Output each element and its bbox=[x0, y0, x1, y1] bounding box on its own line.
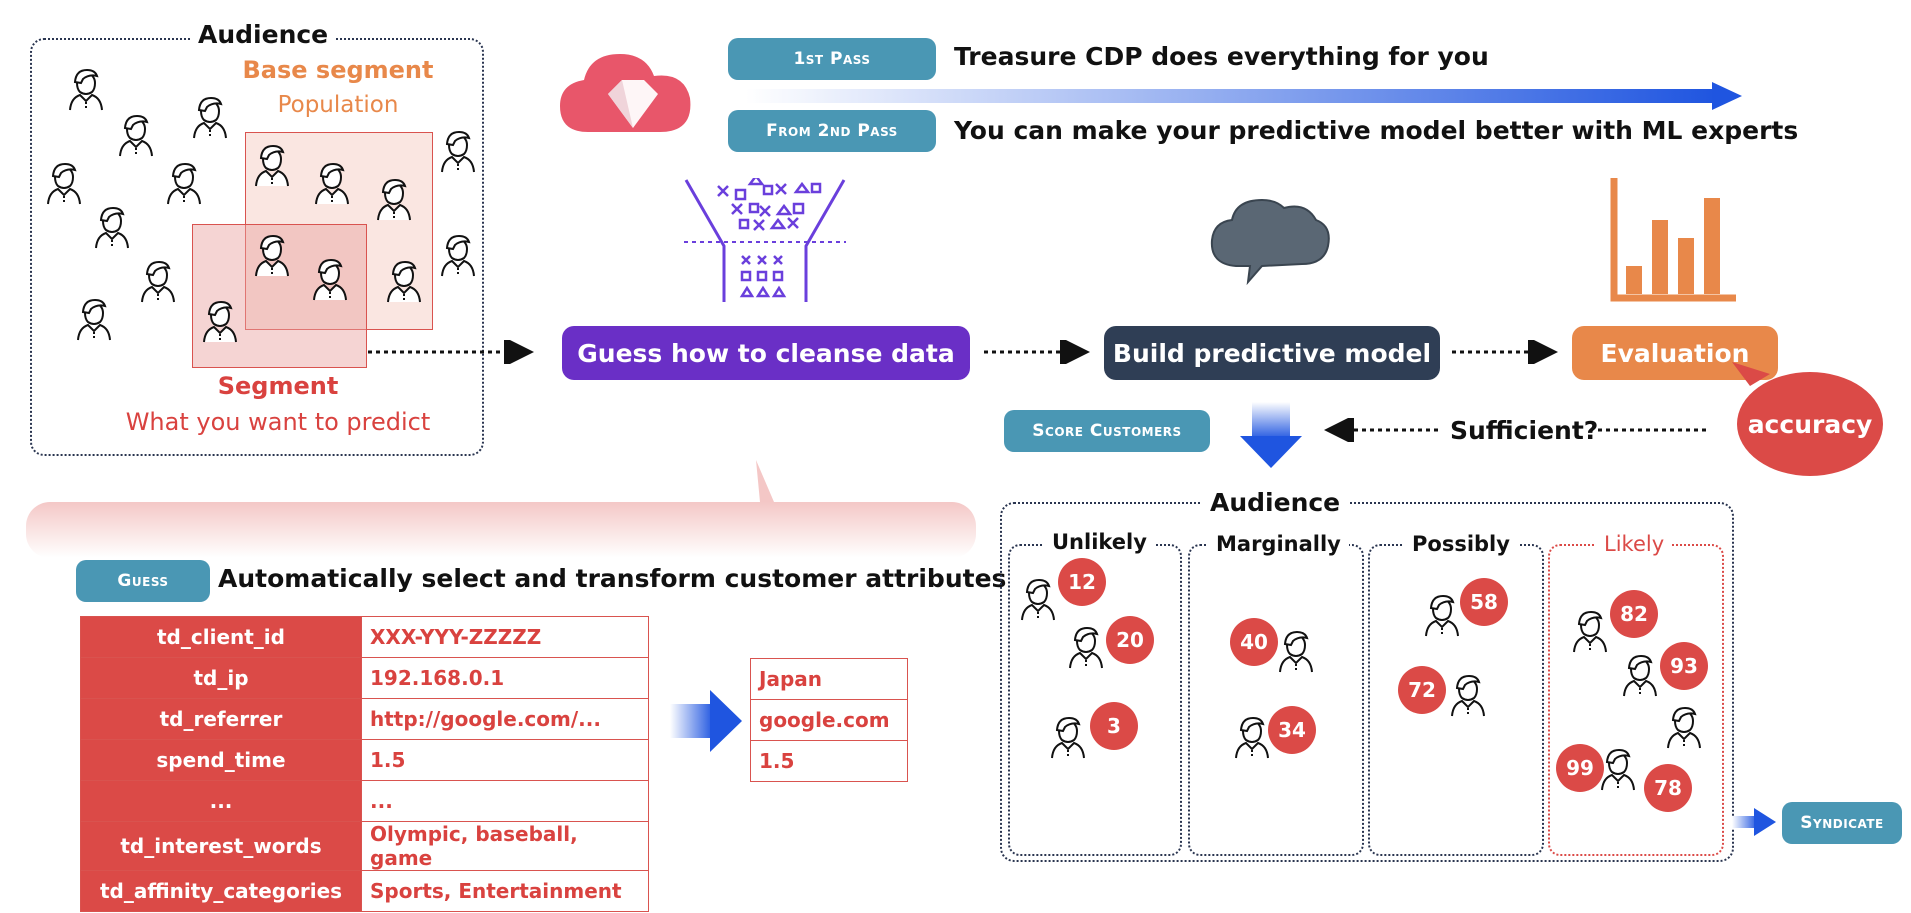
score-badge: 93 bbox=[1660, 642, 1708, 690]
score-badge: 99 bbox=[1556, 744, 1604, 792]
cleanse-step: Guess how to cleanse data bbox=[562, 326, 970, 380]
scored-audience-title: Audience bbox=[1202, 488, 1349, 517]
bar-chart-icon bbox=[1610, 178, 1736, 302]
build-step: Build predictive model bbox=[1104, 326, 1440, 380]
scored-audience-panel bbox=[1000, 502, 1734, 862]
table-row: ...... bbox=[80, 780, 649, 822]
audience-people bbox=[46, 68, 476, 344]
first-pass-tag: 1st Pass bbox=[728, 38, 936, 80]
attribute-value: http://google.com/... bbox=[361, 698, 649, 740]
attribute-value: 192.168.0.1 bbox=[361, 657, 649, 699]
transform-arrow bbox=[670, 690, 742, 752]
attribute-value: Olympic, baseball, game bbox=[361, 821, 649, 871]
sufficient-dotted-line bbox=[1598, 428, 1710, 432]
syndicate-tag: Syndicate bbox=[1782, 802, 1902, 844]
attribute-key: td_interest_words bbox=[80, 821, 362, 871]
group-label-unlikely: Unlikely bbox=[1044, 530, 1155, 554]
guess-callout-bg bbox=[26, 460, 976, 558]
transformed-table: Japan google.com 1.5 bbox=[750, 658, 908, 782]
score-badge: 20 bbox=[1106, 616, 1154, 664]
second-pass-text: You can make your predictive model bette… bbox=[954, 116, 1799, 145]
attribute-value: 1.5 bbox=[361, 739, 649, 781]
base-segment-title: Base segment bbox=[242, 56, 434, 84]
treasure-cloud-logo bbox=[560, 54, 691, 132]
group-label-possibly: Possibly bbox=[1404, 532, 1518, 556]
score-badge: 58 bbox=[1460, 578, 1508, 626]
guess-tag: Guess bbox=[76, 560, 210, 602]
syndicate-arrow bbox=[1732, 808, 1776, 836]
arrow-sufficient-back bbox=[1324, 418, 1438, 442]
attribute-value: ... bbox=[361, 780, 649, 822]
table-row: google.com bbox=[750, 699, 908, 741]
funnel-icon bbox=[684, 178, 846, 302]
accuracy-bubble bbox=[1732, 362, 1883, 476]
audience-panel-title: Audience bbox=[190, 20, 337, 49]
score-badge: 78 bbox=[1644, 764, 1692, 812]
attribute-key: td_ip bbox=[80, 657, 362, 699]
segment-subtitle: What you want to predict bbox=[125, 408, 431, 436]
segment-title: Segment bbox=[217, 372, 339, 400]
group-label-likely: Likely bbox=[1596, 532, 1673, 556]
score-customers-tag: Score Customers bbox=[1004, 410, 1210, 452]
second-pass-tag: From 2nd Pass bbox=[728, 110, 936, 152]
accuracy-label: accuracy bbox=[1747, 410, 1873, 439]
attribute-key: ... bbox=[80, 780, 362, 822]
evaluation-step: Evaluation bbox=[1572, 326, 1778, 380]
brain-cloud-icon bbox=[1210, 198, 1330, 286]
first-pass-text: Treasure CDP does everything for you bbox=[954, 42, 1489, 71]
score-badge: 72 bbox=[1398, 666, 1446, 714]
transformed-value: 1.5 bbox=[750, 740, 908, 782]
score-badge: 34 bbox=[1268, 706, 1316, 754]
attribute-value: Sports, Entertainment bbox=[361, 870, 649, 912]
attribute-value: XXX-YYY-ZZZZZ bbox=[361, 616, 649, 658]
transformed-value: google.com bbox=[750, 699, 908, 741]
score-badge: 12 bbox=[1058, 558, 1106, 606]
attribute-key: td_referrer bbox=[80, 698, 362, 740]
score-down-arrow bbox=[1240, 402, 1302, 468]
transformed-value: Japan bbox=[750, 658, 908, 700]
table-row: Japan bbox=[750, 658, 908, 700]
table-row: 1.5 bbox=[750, 740, 908, 782]
attribute-key: td_affinity_categories bbox=[80, 870, 362, 912]
attribute-key: td_client_id bbox=[80, 616, 362, 658]
score-badge: 3 bbox=[1090, 702, 1138, 750]
base-segment-subtitle: Population bbox=[277, 92, 399, 118]
arrow-build-to-evaluation bbox=[1452, 340, 1558, 364]
arrow-audience-to-cleanse bbox=[368, 340, 534, 364]
guess-title: Automatically select and transform custo… bbox=[218, 564, 1007, 593]
arrow-cleanse-to-build bbox=[984, 340, 1090, 364]
attribute-key: spend_time bbox=[80, 739, 362, 781]
score-badge: 82 bbox=[1610, 590, 1658, 638]
pass-progress-arrow bbox=[746, 82, 1742, 110]
score-badge: 40 bbox=[1230, 618, 1278, 666]
scored-people bbox=[1020, 578, 1702, 792]
group-label-marginally: Marginally bbox=[1208, 532, 1349, 556]
sufficient-label: Sufficient? bbox=[1450, 416, 1599, 445]
